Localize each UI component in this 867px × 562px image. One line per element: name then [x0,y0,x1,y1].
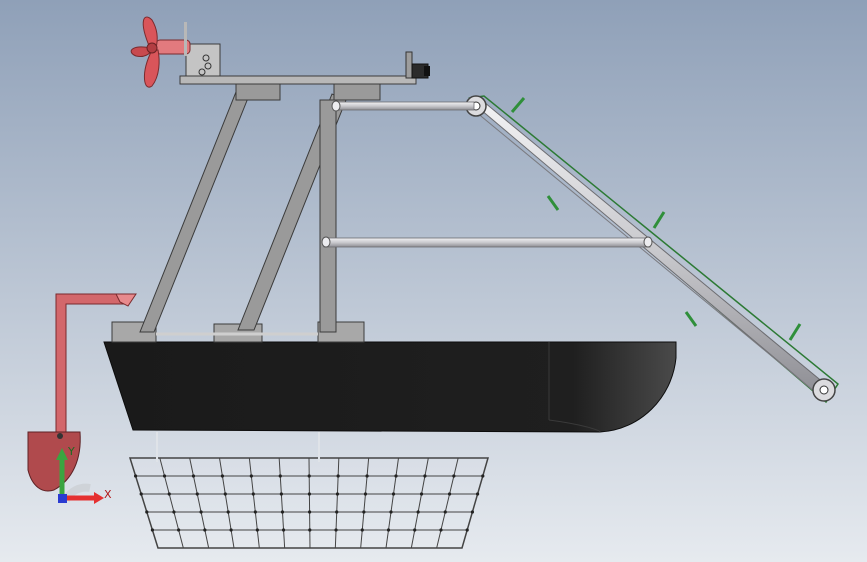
collection-net[interactable] [128,457,489,549]
camera[interactable] [411,63,430,79]
net-knot [307,492,311,496]
net-knot [281,528,286,532]
net-vertical-line [360,457,370,549]
net-knot [220,474,224,478]
net-vertical-line [219,457,235,549]
rudder[interactable] [27,431,81,492]
conveyor-boom[interactable] [465,95,840,404]
net-knot [334,528,338,532]
net-knot [416,510,420,514]
net-knot [226,510,230,514]
net-knot [279,492,283,496]
net-knot [423,474,427,478]
hull[interactable] [103,341,677,433]
net-vertical-line [410,457,429,549]
net-knot [365,474,369,478]
net-knot [308,528,312,532]
net-knot [447,492,452,496]
net-knot [476,492,480,496]
propeller[interactable] [130,16,191,88]
net-knot [481,474,485,478]
net-knot [229,528,233,532]
net-knot [439,528,443,532]
net-knot [362,510,366,514]
net-vertical-line [278,457,286,549]
net-vertical-line [436,457,459,549]
conveyor-paddles [510,97,802,341]
motor-mount-plate[interactable] [179,43,417,85]
net-hangers [156,432,320,462]
triad-y-label: Y [67,445,75,458]
net-knot [452,474,456,478]
net-vertical-line [248,457,260,549]
net-knot [465,528,469,532]
net-knot [363,492,368,496]
net-knot [360,528,364,532]
net-knot [443,510,447,514]
reference-triad: Y X [56,445,112,504]
net-knot [199,510,203,514]
net-knot [167,492,171,496]
net-knot [470,510,474,514]
net-vertical-line [334,457,340,549]
net-knot [253,510,257,514]
net-knot [172,510,176,514]
net-knot [134,474,138,478]
net-knot [391,492,396,496]
net-vertical-line [308,457,311,549]
net-knot [335,492,340,496]
net-vertical-line [159,457,184,549]
net-knot [413,528,417,532]
net-knot [195,492,199,496]
net-knot [191,474,196,478]
net-knot [139,492,143,496]
net-knot [162,474,167,478]
net-knot [389,510,393,514]
net-knot [335,510,339,514]
triad-x-label: X [104,488,112,501]
net-knot [386,528,391,532]
net-knot [394,474,398,478]
net-knot [223,492,227,496]
net-knot [280,510,285,514]
net-knot [150,528,154,532]
net-knot [336,474,340,478]
net-vertical-line [385,457,399,549]
net-knot [308,510,312,514]
net-knot [249,474,253,478]
net-knot [177,528,181,532]
support-frame[interactable] [139,83,381,333]
net-knot [251,492,255,496]
net-knot [307,474,311,478]
net-knot [255,528,259,532]
net-knot [203,528,207,532]
net-knot [278,474,282,478]
cross-tube-upper[interactable] [331,100,475,112]
net-vertical-line [189,457,210,549]
net-knot [419,492,424,496]
net-knot [145,510,149,514]
cross-tube-lower[interactable] [321,236,653,248]
